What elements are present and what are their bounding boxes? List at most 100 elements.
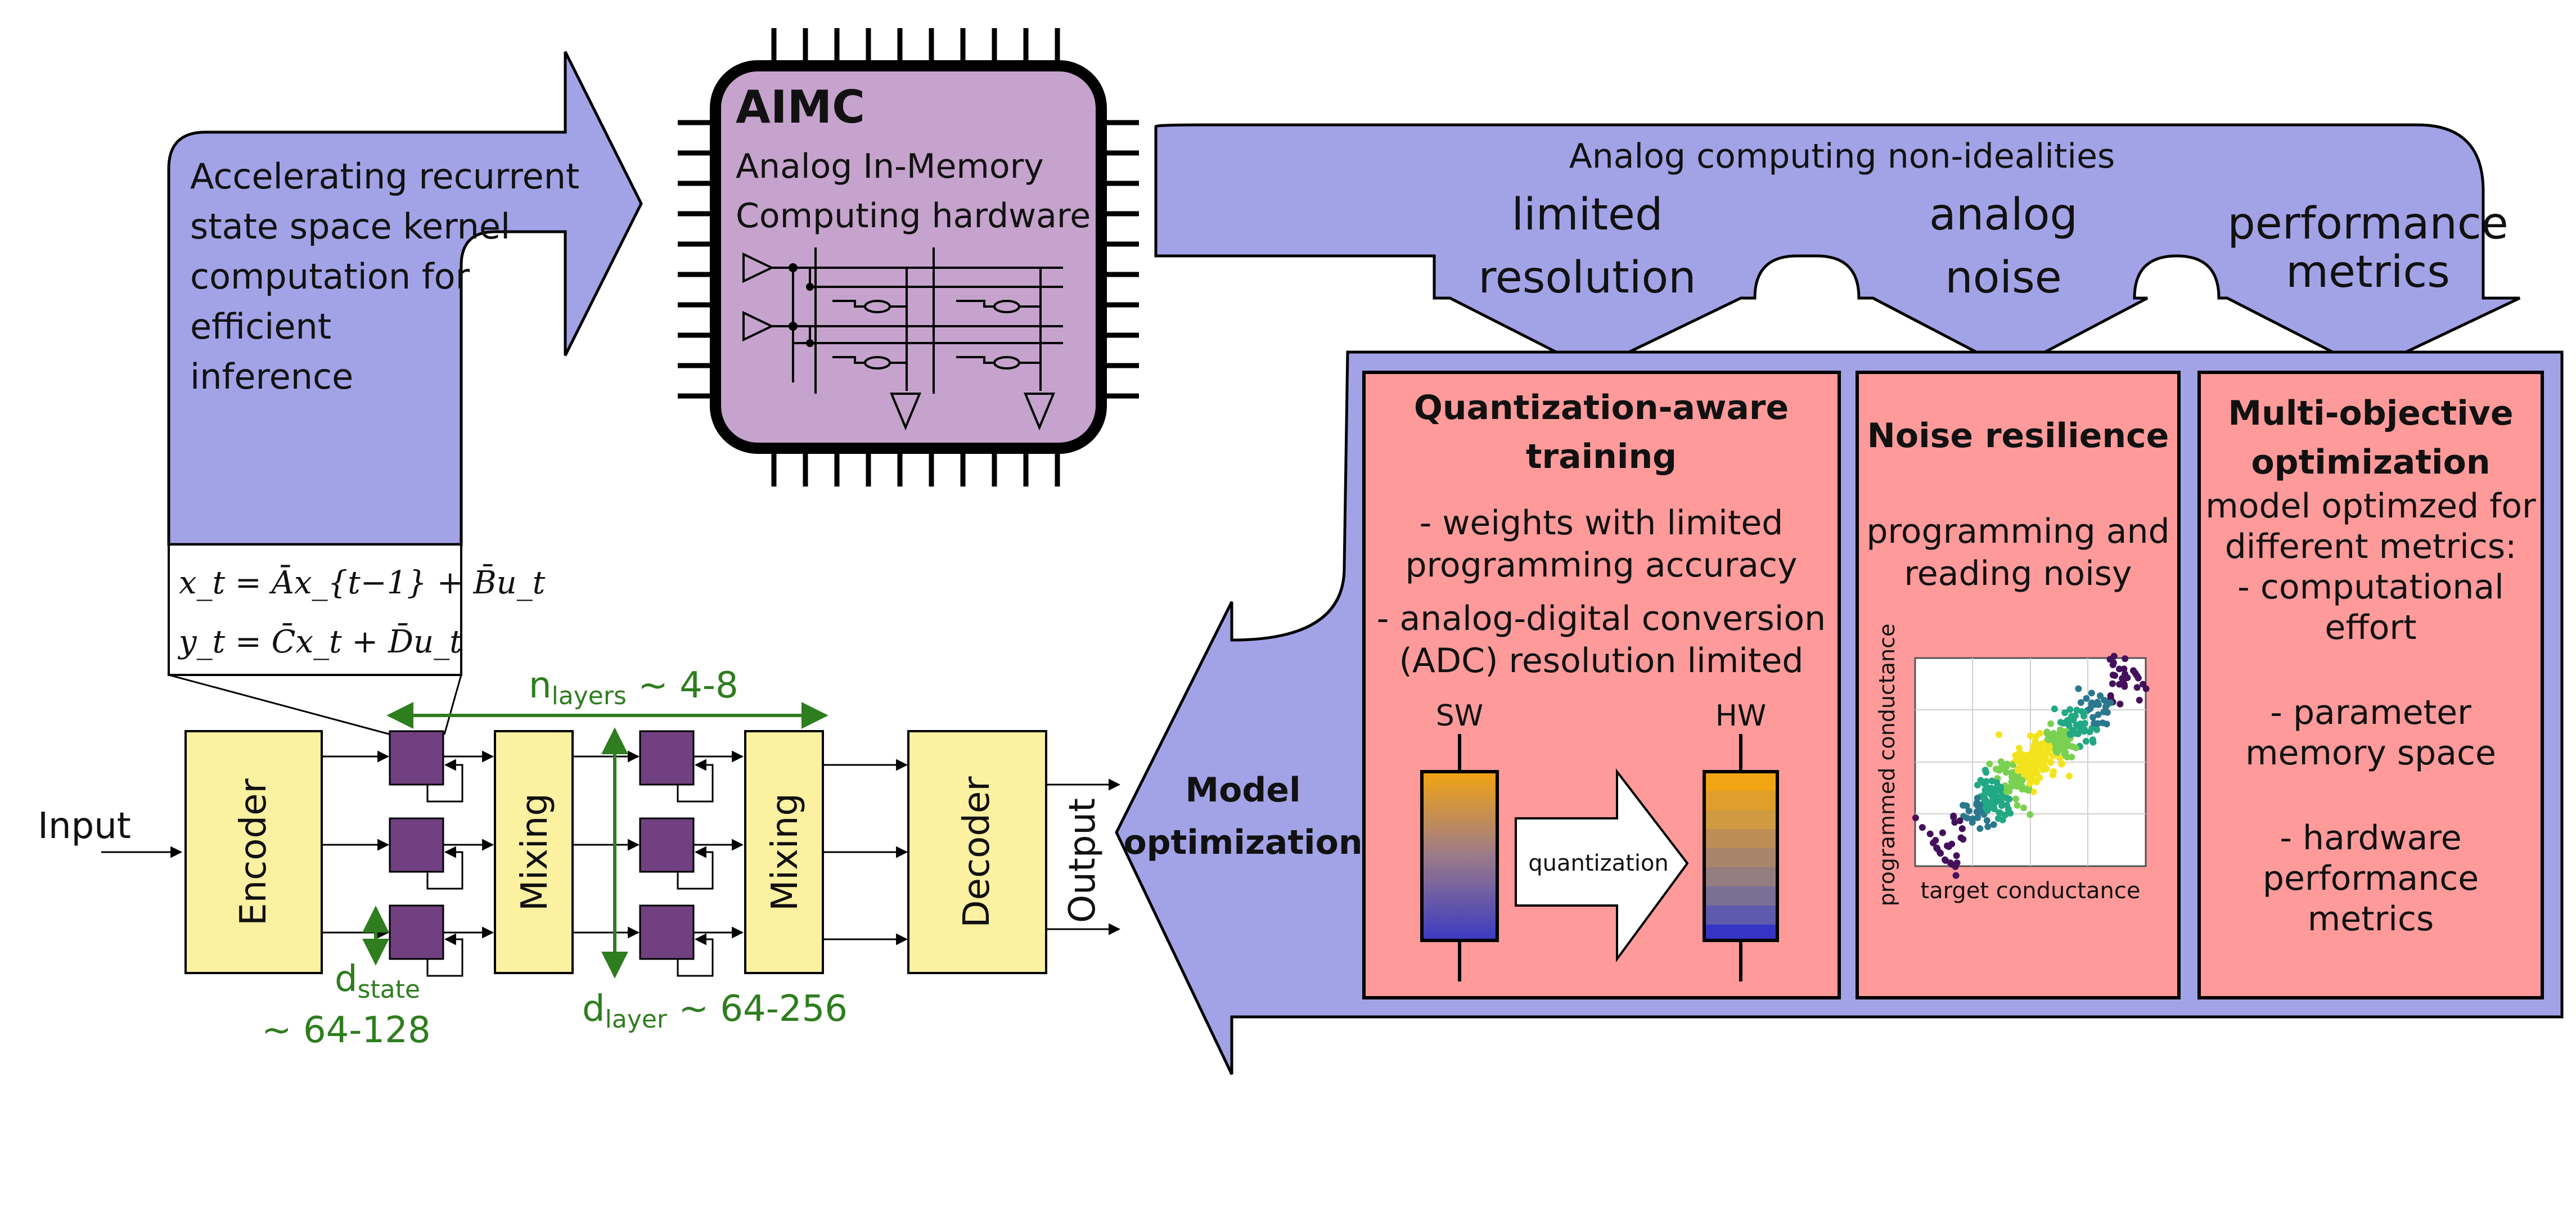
svg-text:- parameter: - parameter: [2270, 693, 2471, 732]
svg-text:Accelerating recurrent: Accelerating recurrent: [190, 156, 579, 197]
scatter-point: [1988, 777, 1996, 785]
scatter-point: [1986, 760, 1993, 768]
scatter-point: [1983, 778, 1990, 785]
nonideality-2-line1: analog: [1929, 190, 2078, 240]
svg-text:inference: inference: [190, 356, 353, 397]
scatter-point: [2061, 743, 2069, 750]
scatter-point: [2047, 720, 2055, 727]
scatter-point: [1969, 815, 1976, 822]
scatter-point: [1945, 843, 1952, 850]
sw-weight-bar: [1420, 770, 1499, 942]
scatter-point: [1974, 781, 1981, 789]
scatter-point: [1997, 798, 2005, 805]
quantization-label: quantization: [1528, 850, 1669, 876]
mixing-label-2: Mixing: [764, 793, 806, 911]
scatter-point: [2033, 770, 2041, 777]
scatter-point: [2026, 811, 2034, 818]
acceleration-text: Accelerating recurrent state space kerne…: [190, 156, 579, 397]
circuit-nodes: [789, 263, 814, 347]
nonideality-1-line2: resolution: [1478, 253, 1696, 303]
scatter-point: [2082, 738, 2089, 745]
scatter-point: [2080, 713, 2087, 720]
mixing-label-1: Mixing: [514, 793, 556, 911]
scatter-point: [2077, 699, 2084, 706]
scatter-point: [2088, 690, 2095, 697]
scatter-point: [1976, 825, 1984, 832]
d-layer-label: dlayer ~ 64-256: [582, 988, 848, 1034]
scatter-point: [2086, 728, 2093, 736]
scatter-point: [1939, 829, 1946, 836]
qat-body: - weights with limited programming accur…: [1377, 503, 1826, 681]
scatter-xlabel: target conductance: [1920, 878, 2140, 904]
scatter-point: [2047, 759, 2055, 766]
scatter-point: [2003, 795, 2011, 802]
scatter-point: [1953, 852, 1960, 859]
scatter-point: [1990, 801, 1998, 808]
scatter-point: [2116, 665, 2123, 673]
n-layers-label: nlayers ~ 4-8: [529, 665, 738, 710]
scatter-point: [2006, 787, 2013, 795]
scatter-point: [1926, 830, 1934, 837]
equation-box: [168, 543, 462, 676]
svg-text:x_t = Āx_{t−1} + B̄u_t: x_t = Āx_{t−1} + B̄u_t: [179, 564, 546, 601]
scatter-point: [2039, 766, 2047, 773]
scatter-point: [2109, 672, 2116, 679]
scatter-point: [1951, 819, 1958, 826]
scatter-point: [2016, 751, 2023, 759]
scatter-point: [2109, 661, 2116, 668]
scatter-point: [2124, 674, 2131, 681]
d-state-range: ~ 64-128: [262, 1010, 431, 1051]
zoom-line-right: [443, 674, 462, 735]
scatter-point: [2053, 749, 2061, 756]
scatter-point: [2110, 652, 2118, 660]
scatter-point: [2130, 667, 2137, 674]
scatter-point: [2014, 767, 2021, 774]
qat-title-2: training: [1526, 437, 1677, 476]
noise-body-2: reading noisy: [1904, 554, 2132, 593]
scatter-point: [1937, 850, 1944, 857]
scatter-point: [2019, 759, 2026, 767]
scatter-point: [1919, 824, 1926, 831]
svg-text:- hardware: - hardware: [2280, 818, 2461, 858]
scatter-point: [2066, 706, 2074, 713]
moo-title-1: Multi-objective: [2228, 394, 2513, 433]
scatter-point: [2019, 786, 2026, 792]
scatter-point: [2103, 702, 2110, 709]
scatter-point: [1984, 787, 1992, 794]
scatter-point: [2133, 684, 2141, 691]
scatter-point: [2005, 805, 2012, 813]
scatter-point: [2061, 709, 2069, 717]
sw-label: SW: [1436, 699, 1483, 733]
scatter-point: [2030, 776, 2037, 783]
encoder-label: Encoder: [233, 778, 274, 925]
scatter-point: [1983, 817, 1990, 824]
scatter-point: [2030, 788, 2037, 795]
svg-text:(ADC) resolution limited: (ADC) resolution limited: [1399, 641, 1804, 681]
scatter-point: [1990, 792, 1997, 800]
scatter-point: [1930, 839, 1937, 846]
qat-title-1: Quantization-aware: [1414, 388, 1789, 427]
scatter-point: [2046, 746, 2053, 754]
scatter-point: [1973, 808, 1980, 816]
scatter-point: [1950, 814, 1957, 821]
input-label: Input: [38, 805, 131, 847]
scatter-point: [2134, 674, 2142, 682]
noise-title: Noise resilience: [1867, 416, 2169, 456]
nonideality-3-line1: performance: [2227, 199, 2509, 249]
svg-text:effort: effort: [2325, 608, 2416, 647]
quantization-arrow: [1515, 768, 1689, 963]
scatter-point: [2100, 708, 2107, 715]
zoom-line-left: [168, 674, 391, 736]
scatter-point: [2036, 744, 2043, 751]
state-blocks-layer-1: [389, 730, 463, 977]
svg-text:model optimzed for: model optimzed for: [2205, 487, 2536, 526]
model-opt-label-1: Model: [1185, 771, 1300, 810]
svg-text:- computational: - computational: [2237, 568, 2504, 607]
scatter-point: [2020, 804, 2027, 812]
aimc-chip: [710, 60, 1107, 454]
mixing-block-1: [494, 730, 574, 974]
state-space-equations: x_t = Āx_{t−1} + B̄u_t y_t = C̄x_t + D̄u…: [177, 564, 546, 660]
scatter-point: [2056, 754, 2064, 762]
scatter-point: [2077, 721, 2084, 728]
chip-subtitle-2: Computing hardware: [736, 196, 1091, 236]
